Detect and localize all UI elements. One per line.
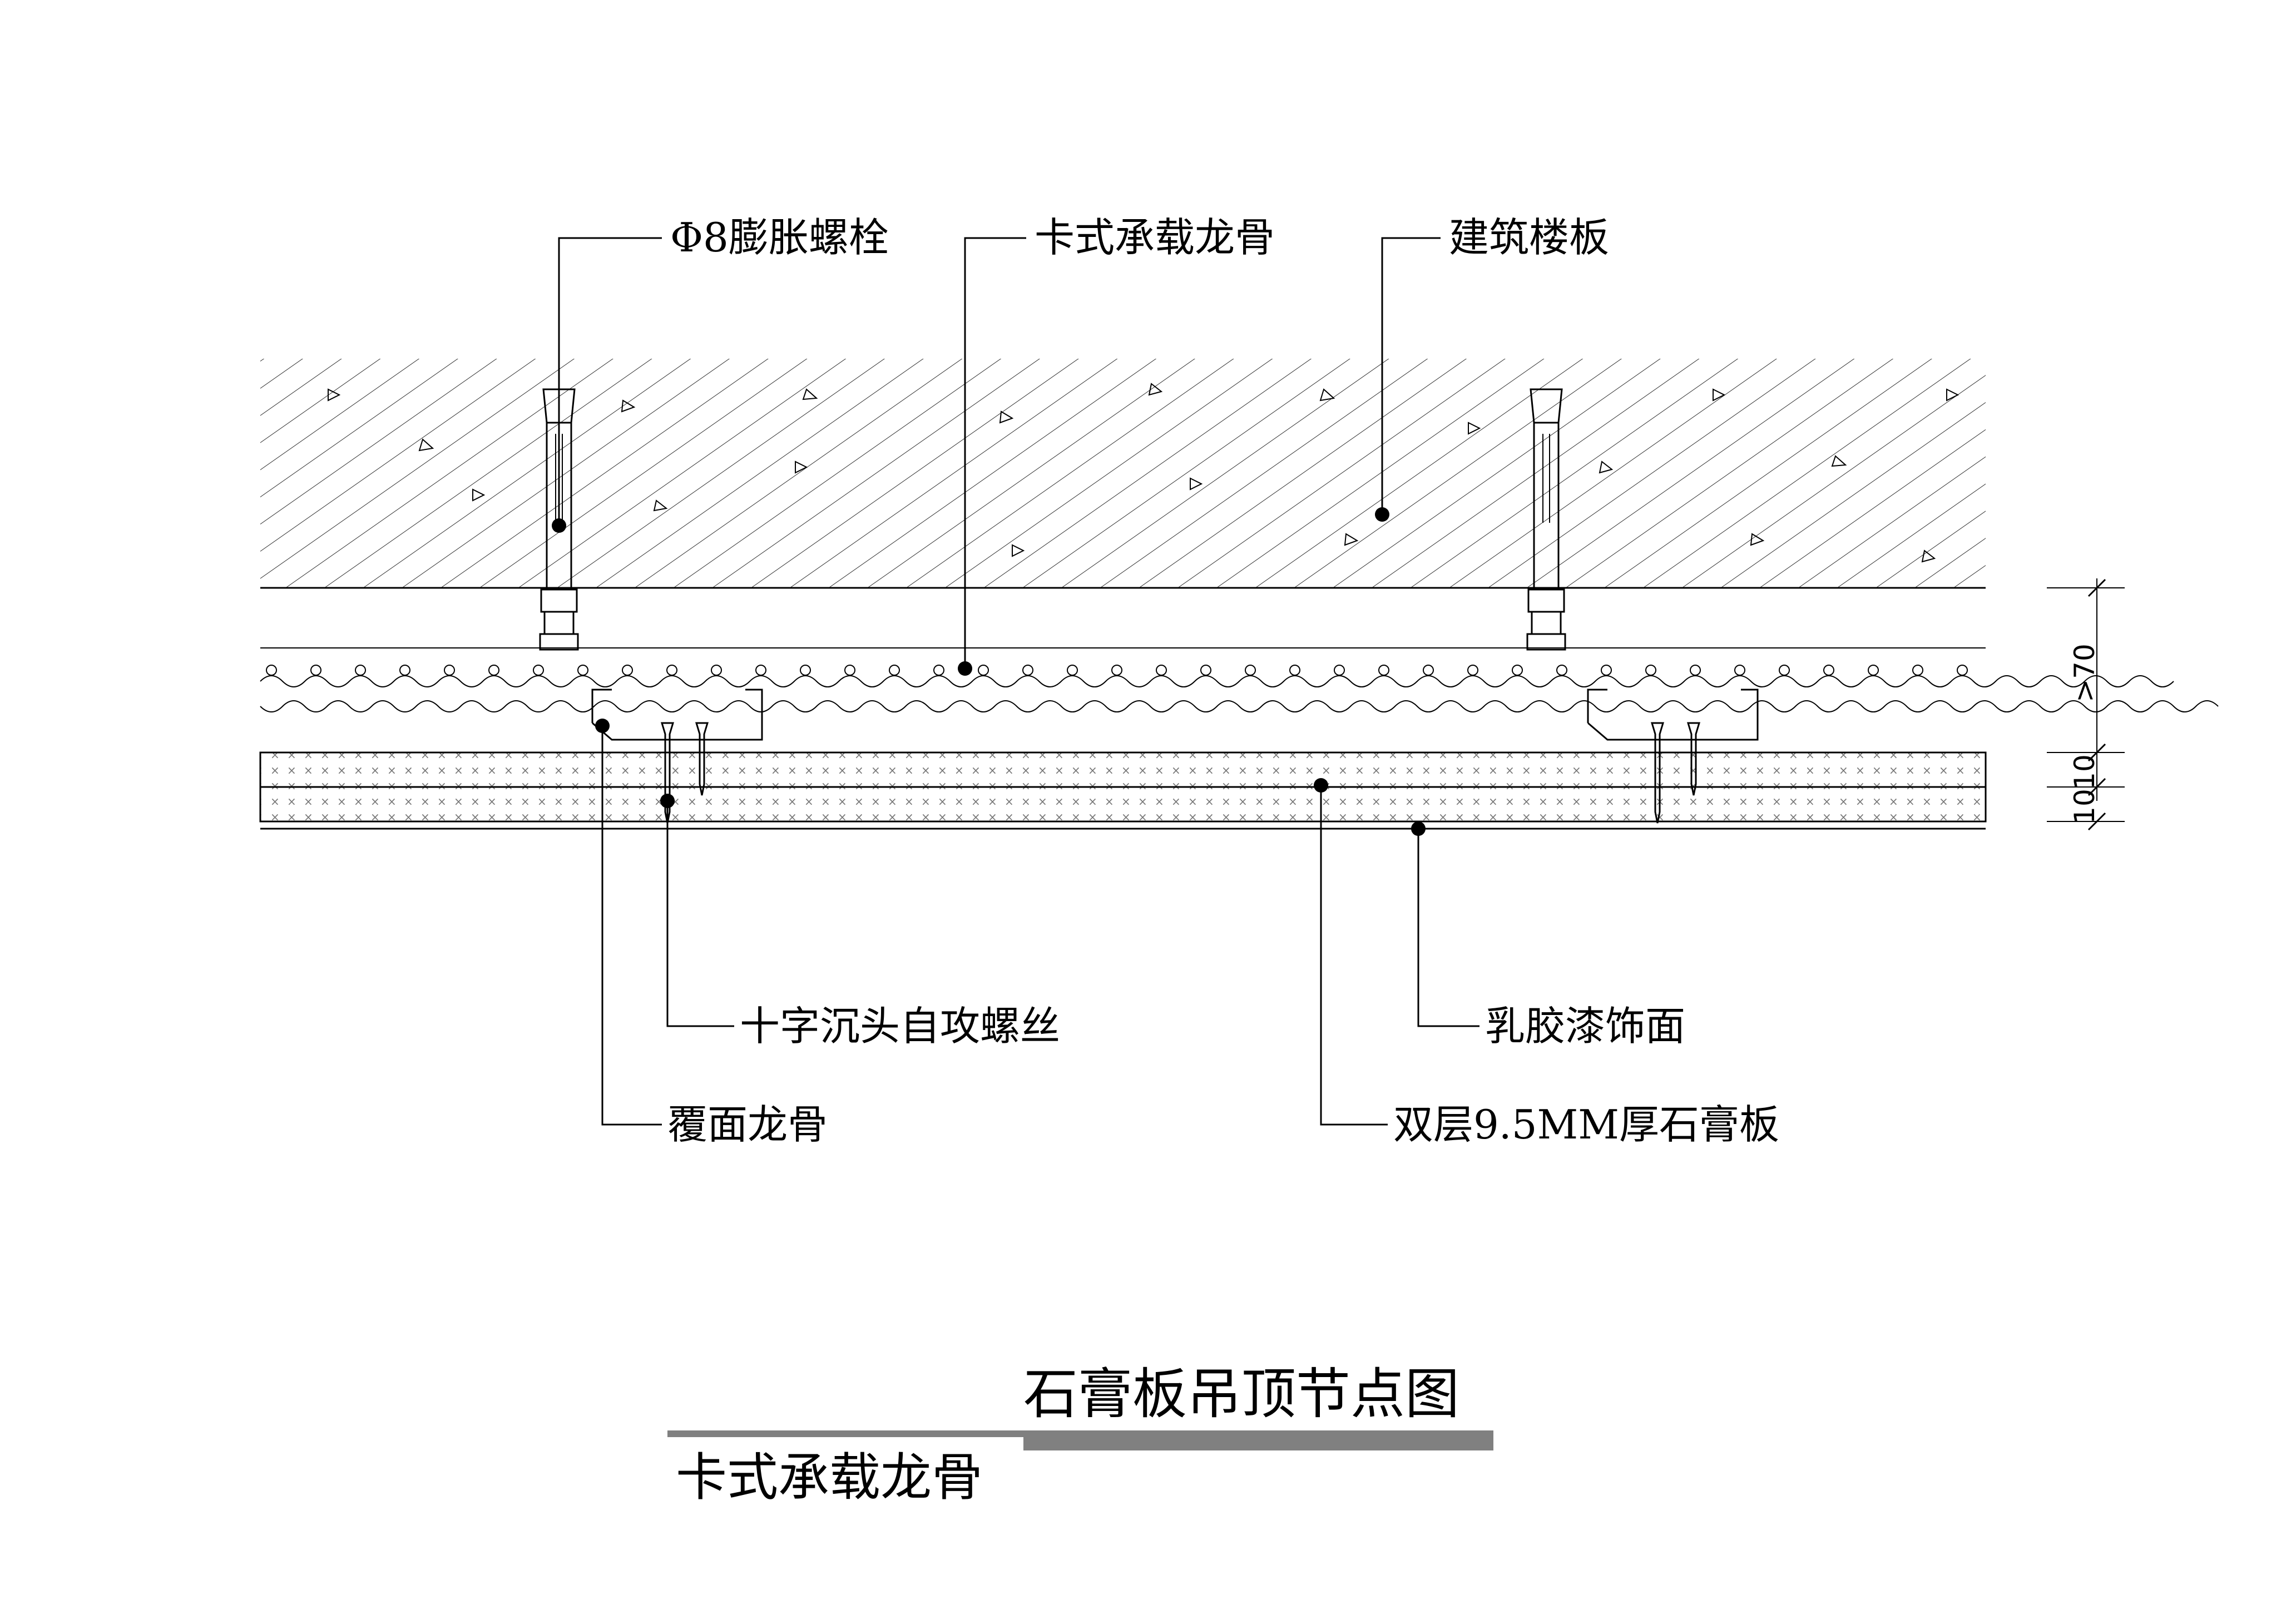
keel-hole <box>533 665 544 676</box>
dim-board-a: 10 <box>2069 754 2101 790</box>
keel-hole <box>1957 665 1968 676</box>
keel-hole <box>978 665 989 676</box>
keel-hole <box>310 665 321 676</box>
label-countersunk-screw: 十字沉头自攻螺丝 <box>740 1003 1060 1049</box>
expansion-bolt-icon <box>1526 388 1566 651</box>
title-block: 石膏板吊顶节点图 卡式承载龙骨 <box>667 1363 1493 1507</box>
label-latex-paint: 乳胶漆饰面 <box>1485 1003 1685 1049</box>
label-expansion-bolt: Φ8膨胀螺栓 <box>670 214 889 261</box>
keel-hole <box>577 665 588 676</box>
keel-hole <box>1289 665 1300 676</box>
keel-hole <box>1868 665 1879 676</box>
keel-hole <box>1645 665 1656 676</box>
keel-hole <box>1067 665 1078 676</box>
leader-dot-icon <box>1375 507 1389 522</box>
keel-hole <box>666 665 677 676</box>
keel-hole <box>1111 665 1122 676</box>
leader-dot-icon <box>595 719 610 733</box>
keel-hole <box>1467 665 1478 676</box>
leader-dot-icon <box>1411 821 1426 836</box>
keel-hole <box>444 665 455 676</box>
keel-hole <box>1022 665 1033 676</box>
keel-hole <box>933 665 944 676</box>
keel-hole <box>488 665 499 676</box>
keel-hole <box>1512 665 1523 676</box>
dim-hanger-gap: >70 <box>2069 643 2101 702</box>
keel-hole <box>622 665 633 676</box>
leader-dot-icon <box>958 661 972 676</box>
keel-hole <box>1823 665 1834 676</box>
keel-hole <box>800 665 811 676</box>
gypsum-board-layers <box>259 751 1987 830</box>
leader-dot-icon <box>552 518 566 533</box>
keel-hole <box>1601 665 1612 676</box>
keel-hole <box>889 665 900 676</box>
leader-dot-icon <box>1314 778 1328 793</box>
keel-hole <box>1734 665 1745 676</box>
keel-hole <box>1245 665 1256 676</box>
cover-keel-channel <box>591 689 1759 741</box>
keel-hole <box>355 665 366 676</box>
keel-hole <box>1690 665 1701 676</box>
leader-lines <box>552 237 1479 1126</box>
keel-hole <box>266 665 277 676</box>
label-building-slab: 建筑楼板 <box>1449 214 1609 261</box>
leader-dot-icon <box>660 794 675 808</box>
keel-hole <box>1200 665 1211 676</box>
label-load-keel: 卡式承载龙骨 <box>1035 214 1275 261</box>
keel-hole <box>1423 665 1434 676</box>
keel-hole <box>399 665 410 676</box>
keel-hole <box>1556 665 1567 676</box>
keel-hole <box>711 665 722 676</box>
label-cover-keel: 覆面龙骨 <box>667 1101 828 1148</box>
keel-hole <box>844 665 855 676</box>
page-subtitle: 卡式承载龙骨 <box>676 1448 983 1507</box>
keel-hole <box>1779 665 1790 676</box>
dimension-chain: >70 10 10 <box>2047 578 2125 831</box>
label-gypsum-board: 双层9.5MM厚石膏板 <box>1393 1101 1779 1148</box>
keel-hole <box>1334 665 1345 676</box>
keel-hole <box>1156 665 1167 676</box>
aggregate-marks <box>328 383 1959 563</box>
keel-hole <box>755 665 766 676</box>
concrete-slab <box>260 359 1986 589</box>
keel-hole <box>1378 665 1389 676</box>
page-title: 石膏板吊顶节点图 <box>1023 1363 1459 1426</box>
expansion-bolt-icon <box>539 388 579 651</box>
dim-board-b: 10 <box>2069 789 2101 824</box>
keel-hole <box>1912 665 1923 676</box>
load-bearing-keel-profile <box>260 665 2219 712</box>
screw-icon <box>660 722 1701 824</box>
